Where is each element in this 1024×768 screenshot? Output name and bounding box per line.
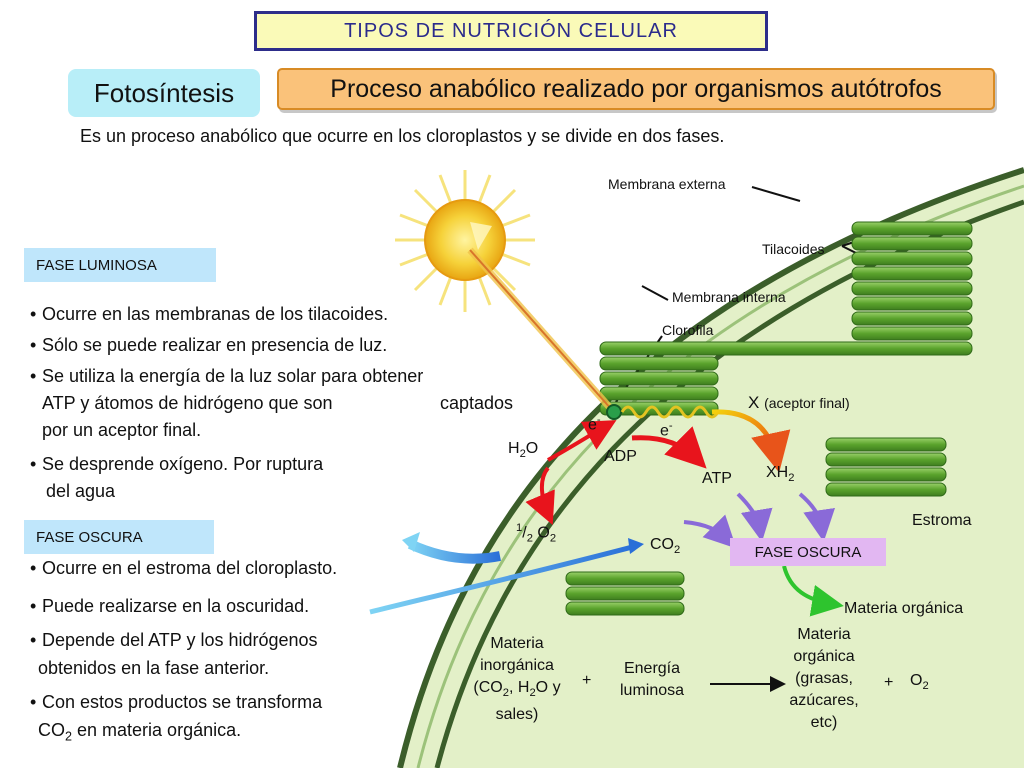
clorofila-label: Clorofila [662, 322, 714, 338]
fase-luminosa-label: FASE LUMINOSA [24, 248, 216, 282]
luminosa-bullet-4b: del agua [46, 481, 116, 501]
atp-label: ATP [702, 470, 732, 487]
membrana-interna-label: Membrana interna [672, 289, 786, 305]
xh2-label: XH2 [766, 464, 795, 485]
page-title: TIPOS DE NUTRICIÓN CELULAR [254, 11, 768, 51]
luminosa-bullet-4: •Se desprende oxígeno. Por ruptura [30, 454, 324, 474]
luminosa-bullet-3b: ATP y átomos de hidrógeno que son [42, 393, 333, 413]
proceso-banner: Proceso anabólico realizado por organism… [277, 68, 995, 110]
plus-sign-2: + [884, 674, 894, 691]
luminosa-bullet-3d: por un aceptor final. [42, 420, 202, 440]
energia-luminosa: Energía luminosa [619, 660, 685, 699]
adp-label: ADP [604, 448, 637, 465]
oscura-bullet-1: •Ocurre en el estroma del cloroplasto. [30, 558, 338, 578]
luminosa-bullet-3c: captados [440, 393, 514, 413]
co2-label: CO2 [650, 536, 681, 557]
oxygen-out-arrow [407, 539, 501, 564]
o2-result: O2 [910, 672, 929, 693]
sun-icon [395, 170, 535, 312]
membrana-externa-label: Membrana externa [608, 176, 726, 192]
estroma-label: Estroma [912, 512, 972, 529]
materia-inorganica: Materia inorgánica (CO2, H2O y sales) [473, 635, 561, 724]
aceptor-final-label: X (aceptor final) [748, 393, 850, 412]
electron-label-1: e- [588, 414, 601, 434]
luminosa-bullet-1: •Ocurre en las membranas de los tilacoid… [30, 304, 389, 324]
oscura-bullet-3: •Depende del ATP y los hidrógenos [30, 630, 318, 650]
chlorophyll-icon [606, 404, 622, 420]
oscura-bullet-4: •Con estos productos se transforma [30, 692, 323, 712]
oscura-bullet-2: •Puede realizarse en la oscuridad. [30, 596, 310, 616]
h2o-label: H2O [508, 440, 539, 461]
materia-organica-result: Materia orgánica (grasas, azúcares, etc) [789, 626, 859, 731]
luminosa-bullet-3: •Se utiliza la energía de la luz solar p… [30, 366, 424, 386]
intro-text: Es un proceso anabólico que ocurre en lo… [80, 126, 725, 146]
luminosa-bullet-2: •Sólo se puede realizar en presencia de … [30, 335, 388, 355]
co2-in-arrow [369, 543, 637, 615]
tilacoides-label: Tilacoides [762, 241, 825, 257]
electron-label-2: e- [660, 420, 673, 440]
fase-oscura-box: FASE OSCURA [730, 538, 886, 566]
thylakoid-stacks [565, 221, 973, 616]
fase-oscura-label: FASE OSCURA [24, 520, 214, 554]
half-o2-label: 1/2 O2 [516, 522, 557, 545]
oscura-bullet-4b: CO2 en materia orgánica. [38, 720, 242, 744]
materia-organica-label: Materia orgánica [844, 600, 964, 617]
fotosintesis-label: Fotosíntesis [68, 69, 260, 117]
plus-sign-1: + [582, 672, 592, 689]
oscura-bullet-3b: obtenidos en la fase anterior. [38, 658, 270, 678]
